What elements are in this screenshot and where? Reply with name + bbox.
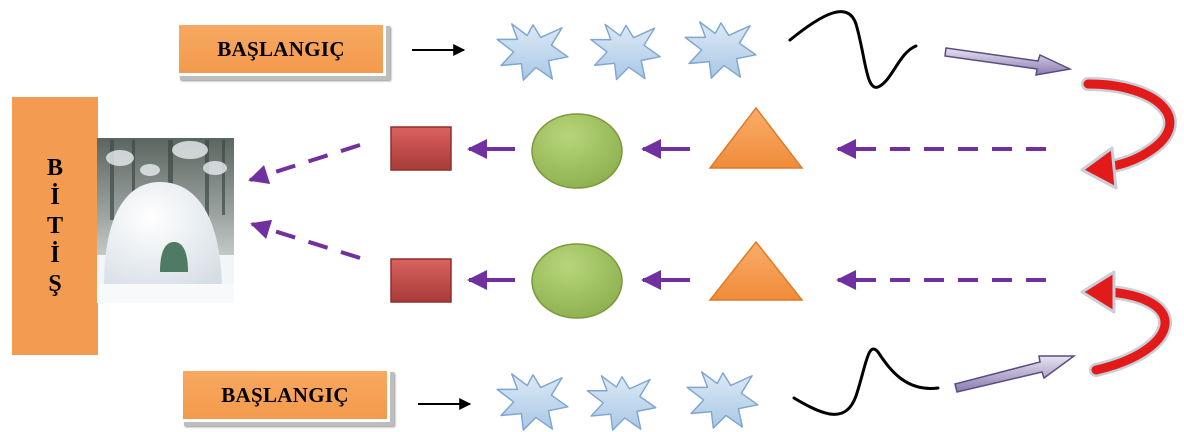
end-letter: Ş [48, 270, 62, 297]
triangle-row1 [708, 106, 804, 169]
rectangle-row1 [390, 126, 452, 171]
dashed-arrow-to-end-2 [250, 219, 361, 260]
squiggle-top [788, 10, 918, 89]
end-letter: İ [50, 183, 60, 210]
block-arrow-bottom [954, 355, 1077, 393]
curved-arrow-bottom [1080, 270, 1172, 377]
starburst-3 [684, 21, 757, 79]
starburst-1 [496, 23, 569, 81]
squiggle-bottom [792, 347, 940, 416]
starburst-2 [590, 23, 661, 81]
ellipse-row2 [531, 243, 623, 319]
dashed-arrow-to-end-1 [248, 143, 361, 185]
end-letter: T [46, 212, 63, 239]
block-arrow-top [944, 47, 1073, 76]
starburst-6 [686, 371, 759, 429]
start-label-top: BAŞLANGIÇ [217, 36, 345, 61]
rectangle-row2 [390, 258, 452, 303]
triangle-row2 [708, 240, 804, 301]
end-letter: B [46, 154, 63, 181]
curved-arrow-top [1080, 77, 1177, 190]
start-label-bottom: BAŞLANGIÇ [221, 382, 349, 407]
ellipse-row1 [531, 113, 623, 189]
starburst-4 [496, 373, 569, 431]
igloo-photo [97, 138, 234, 303]
end-box: B İ T İ Ş [12, 97, 98, 355]
start-box-bottom: BAŞLANGIÇ [180, 368, 390, 422]
end-letter: İ [50, 241, 60, 268]
start-box-top: BAŞLANGIÇ [176, 22, 386, 76]
starburst-5 [586, 375, 657, 431]
